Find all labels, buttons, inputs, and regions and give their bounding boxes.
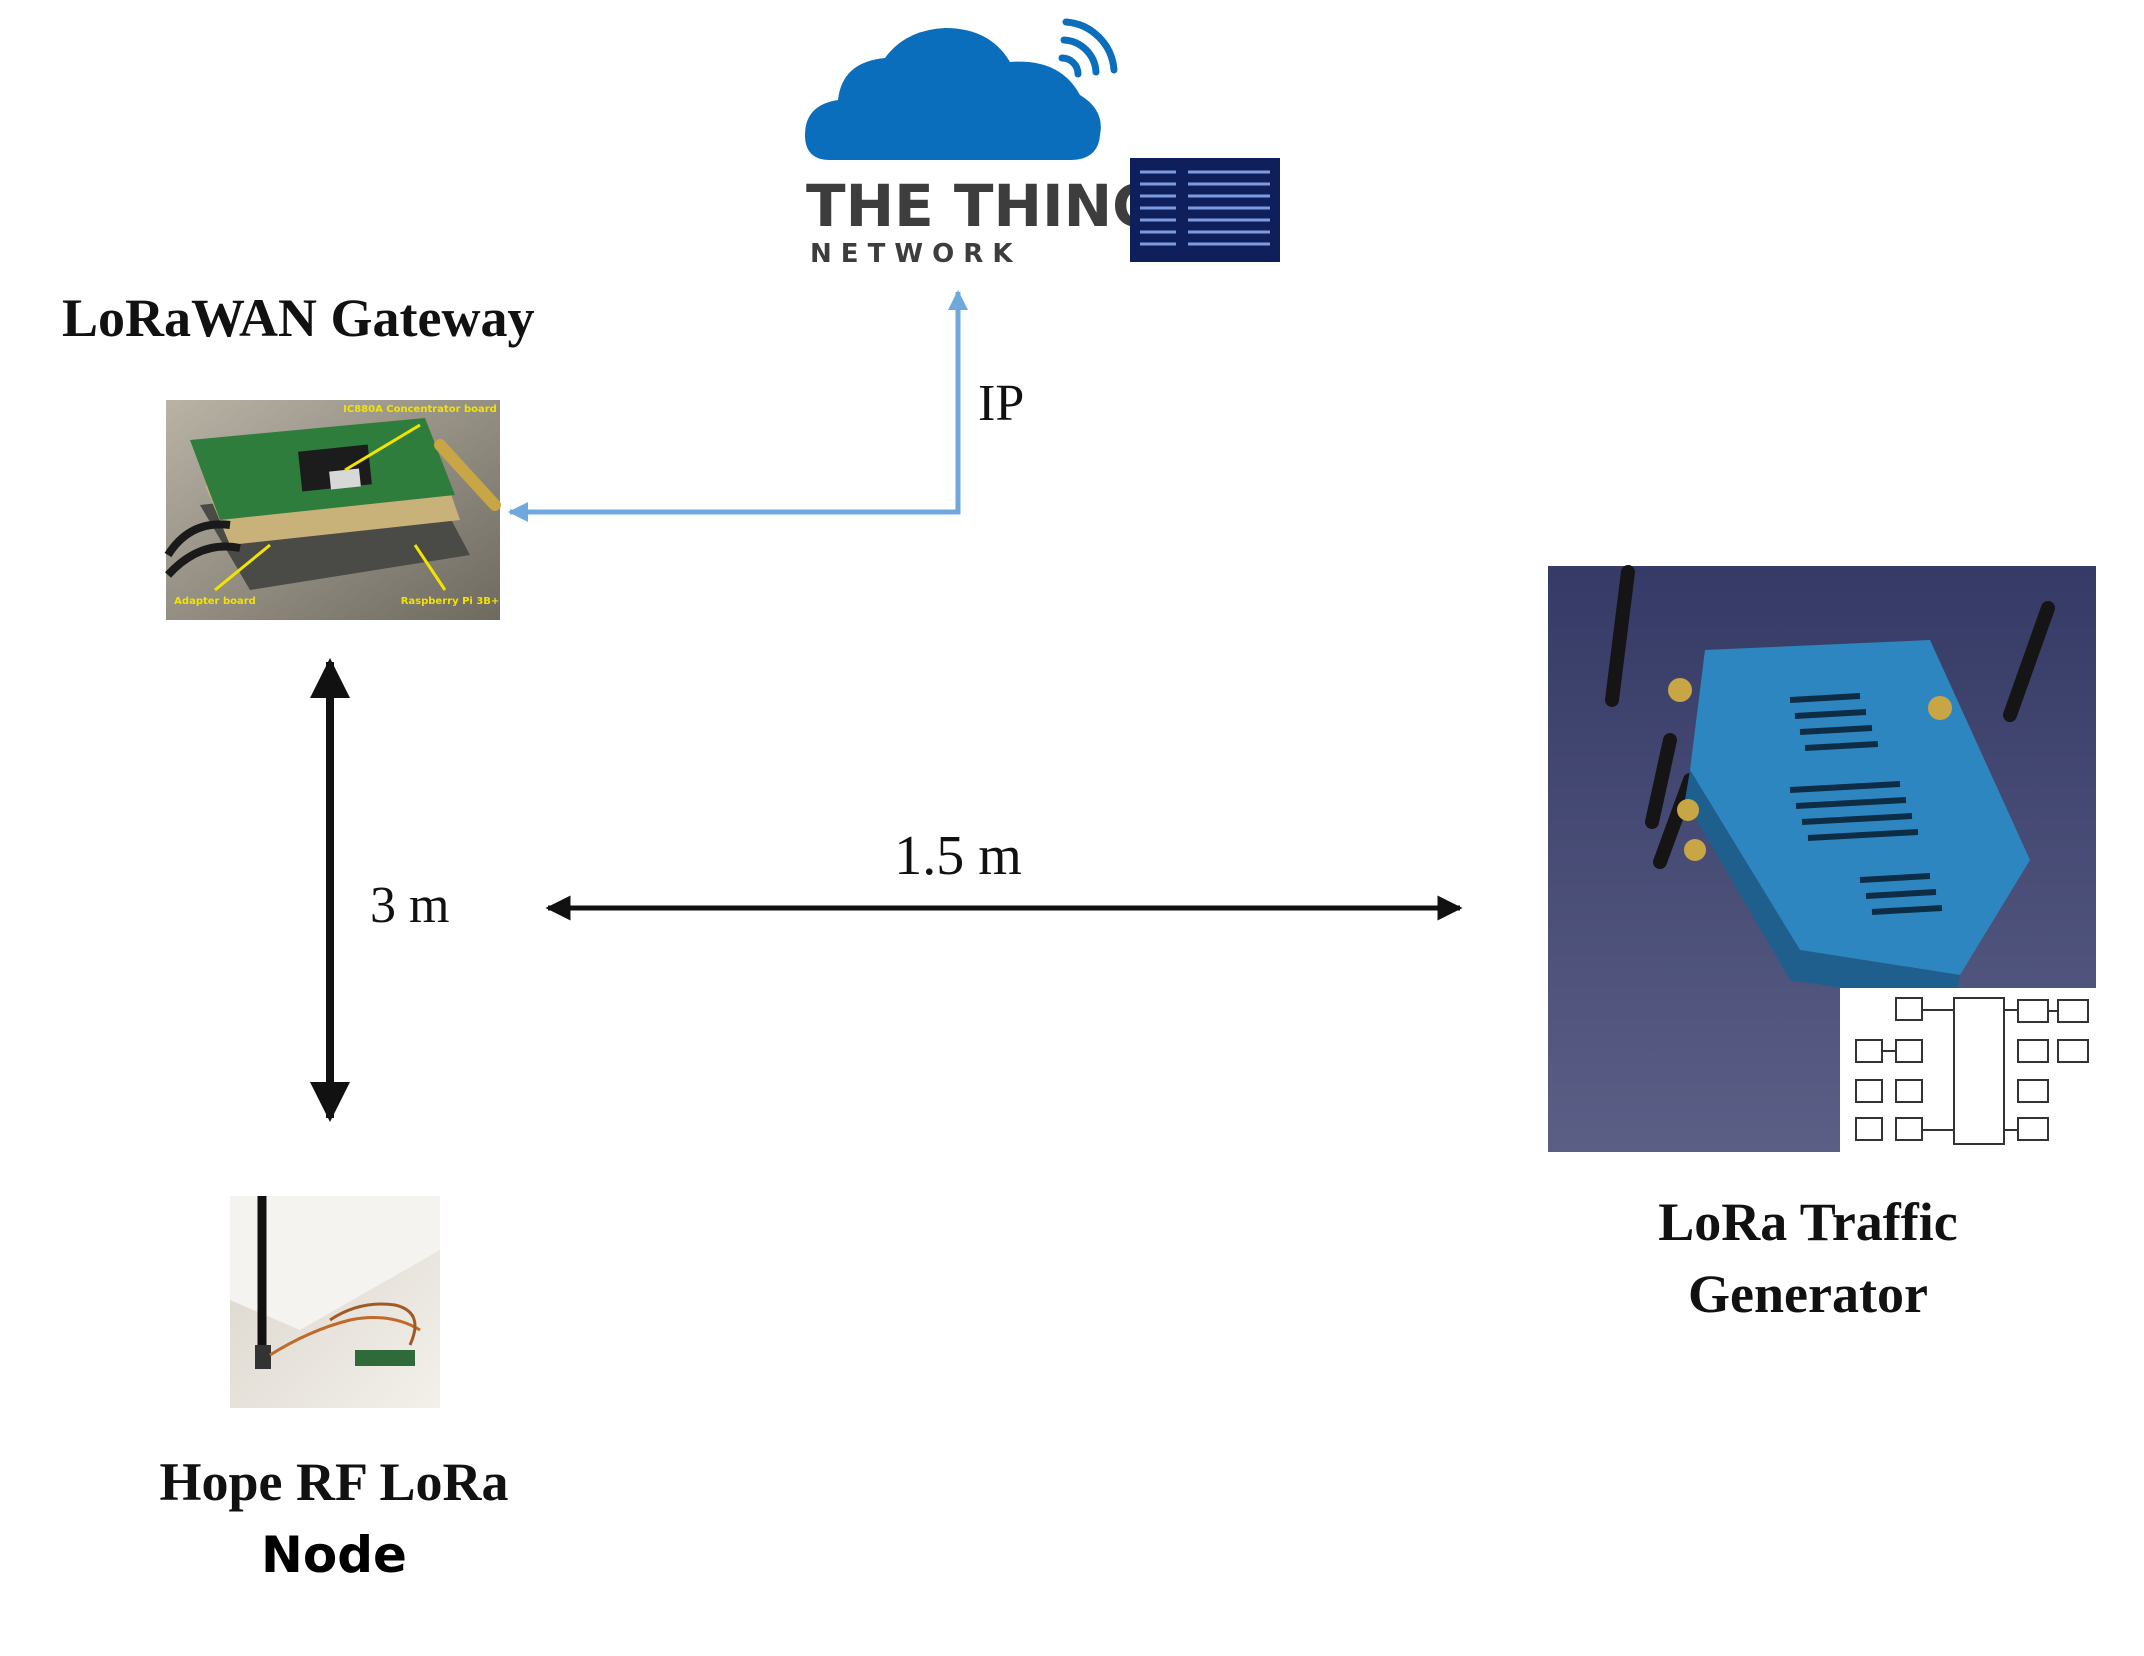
ttn-logo: THE THINGS N E T W O R K (805, 18, 1280, 269)
gateway-label-adapter: Adapter board (174, 596, 256, 607)
wifi-signal-icon (1058, 18, 1118, 78)
node-photo (230, 1196, 440, 1408)
gateway-label-raspberry: Raspberry Pi 3B+ (401, 596, 500, 607)
node-title-line1: Hope RF LoRa (160, 1452, 509, 1512)
ttn-console-screenshot (1130, 158, 1280, 262)
cloud-icon (805, 28, 1101, 160)
node-title-line2: Node (261, 1526, 407, 1584)
ip-link-arrow (508, 290, 968, 522)
ip-label: IP (978, 375, 1024, 432)
gateway-photo: IC880A Concentrator board Adapter board … (164, 400, 501, 620)
traffic-generator-title-line1: LoRa Traffic (1658, 1192, 1957, 1252)
distance-1-5m-label: 1.5 m (894, 825, 1022, 887)
traffic-generator-title-line2: Generator (1688, 1264, 1928, 1324)
gateway-label-concentrator: IC880A Concentrator board (343, 404, 497, 415)
ttn-logo-line2: N E T W O R K (810, 239, 1013, 269)
gateway-title: LoRaWAN Gateway (62, 288, 534, 348)
traffic-generator-photo (1548, 565, 2096, 1152)
distance-3m-label: 3 m (370, 877, 449, 934)
